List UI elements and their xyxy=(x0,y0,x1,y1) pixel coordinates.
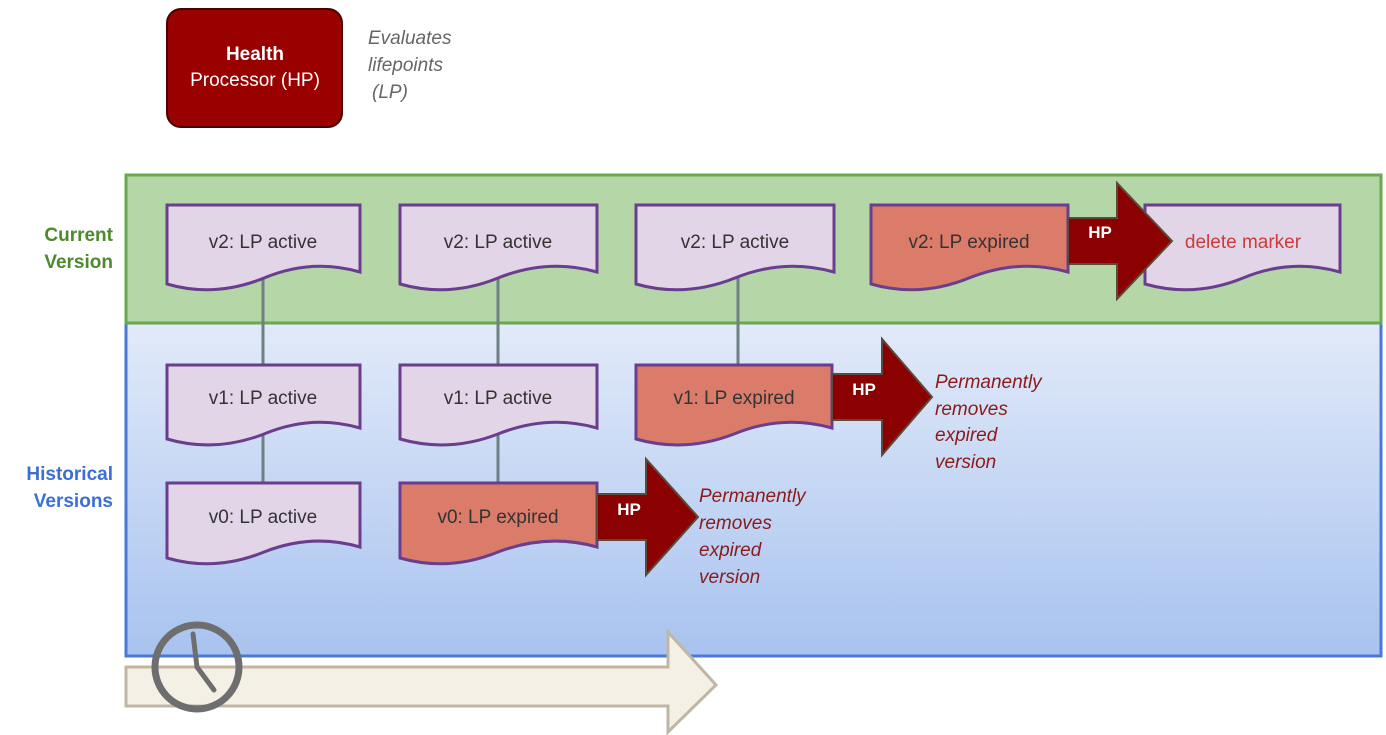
legend-desc-line1: Evaluates xyxy=(368,28,452,49)
hp-arrow-v1-label: HP xyxy=(852,380,876,399)
hp-arrow-v0-label: HP xyxy=(617,500,641,519)
current-version-label-line2: Version xyxy=(44,252,113,273)
doc-c4 xyxy=(869,203,1070,292)
clock-icon xyxy=(151,621,243,713)
doc-c3-label: v2: LP active xyxy=(681,232,789,253)
legend-desc-line2: lifepoints xyxy=(368,55,443,76)
historical-versions-label-line2: Versions xyxy=(34,491,113,512)
doc-h1b xyxy=(398,363,599,447)
doc-c2-label: v2: LP active xyxy=(444,232,552,253)
doc-c4-label: v2: LP expired xyxy=(908,232,1029,253)
doc-c1 xyxy=(165,203,362,292)
doc-h1c-label: v1: LP expired xyxy=(673,388,794,409)
hp-arrow-current xyxy=(1067,180,1174,302)
doc-c2 xyxy=(398,203,599,292)
doc-h0a xyxy=(165,481,362,566)
note-v1-line1: Permanently xyxy=(935,372,1043,393)
doc-c5-label: delete marker xyxy=(1185,232,1302,253)
doc-h0b-label: v0: LP expired xyxy=(437,507,558,528)
hp-arrows xyxy=(596,180,1174,578)
doc-c3 xyxy=(634,203,836,292)
doc-h0b xyxy=(398,481,599,566)
documents xyxy=(165,203,1342,566)
hp-arrow-current-label: HP xyxy=(1088,223,1112,242)
note-v1-line4: version xyxy=(935,452,996,473)
note-v1-line2: removes xyxy=(935,399,1008,420)
note-v0-line2: removes xyxy=(699,513,772,534)
health-processor-legend: Health Processor (HP) Evaluates lifepoin… xyxy=(166,8,452,128)
health-processor-box xyxy=(166,8,343,128)
note-v1-line3: expired xyxy=(935,425,999,446)
historical-versions-label-line1: Historical xyxy=(26,464,113,485)
health-processor-label-line2: Processor (HP) xyxy=(190,70,320,91)
doc-h0a-label: v0: LP active xyxy=(209,507,317,528)
legend-desc-line3: (LP) xyxy=(372,82,408,103)
current-version-label-line1: Current xyxy=(44,225,113,246)
hp-arrow-v1 xyxy=(831,336,934,458)
note-v0-line3: expired xyxy=(699,540,763,561)
note-v0-line4: version xyxy=(699,567,760,588)
doc-c5 xyxy=(1143,203,1342,292)
doc-c1-label: v2: LP active xyxy=(209,232,317,253)
doc-h1b-label: v1: LP active xyxy=(444,388,552,409)
note-v0-line1: Permanently xyxy=(699,486,807,507)
doc-h1a-label: v1: LP active xyxy=(209,388,317,409)
health-processor-label-line1: Health xyxy=(226,44,284,65)
doc-h1a xyxy=(165,363,362,447)
note-v0: Permanently removes expired version xyxy=(699,486,807,588)
note-v1: Permanently removes expired version xyxy=(935,372,1043,473)
doc-h1c xyxy=(634,363,834,447)
hp-arrow-v0 xyxy=(596,456,700,578)
